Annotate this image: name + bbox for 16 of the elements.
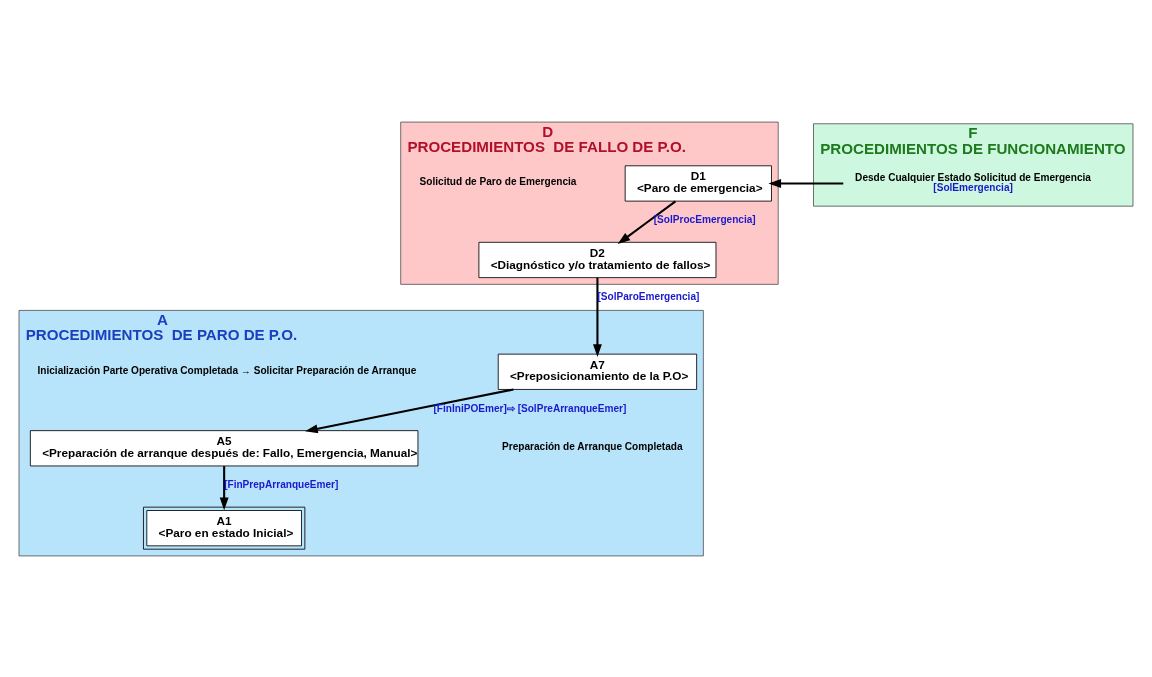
edge-label: [SolProcEmergencia] [653,213,756,225]
arrow [219,465,229,510]
arrow [768,178,844,188]
arrow [305,387,514,433]
node-box: A5 <Preparación de arranque después de: Fallo, Emergencia, Manual> [29,429,419,466]
label: Solicitud de Paro de Emergencia [419,175,577,187]
node-box: D2 <Diagnóstico y/o tratamiento de fallos> [478,241,717,278]
edge-label: [FinIniPOEmer]⇨ [SolPreArranqueEmer] [433,402,627,414]
label: Inicialización Parte Operativa Completada → Solicitar Preparación de Arranque [37,364,417,376]
node-text: Desde Cualquier Estado Solicitud de Emergencia [SolEmergencia] [855,171,1091,193]
node-box: D1 <Paro de emergencia> [624,164,772,202]
arrow [593,277,602,357]
arrow [617,199,677,244]
node-box: A7 <Preposicionamiento de la P.O> [497,353,698,390]
label: Preparación de Arranque Completada [502,440,683,452]
edge-label: [SolParoEmergencia] [597,290,700,302]
